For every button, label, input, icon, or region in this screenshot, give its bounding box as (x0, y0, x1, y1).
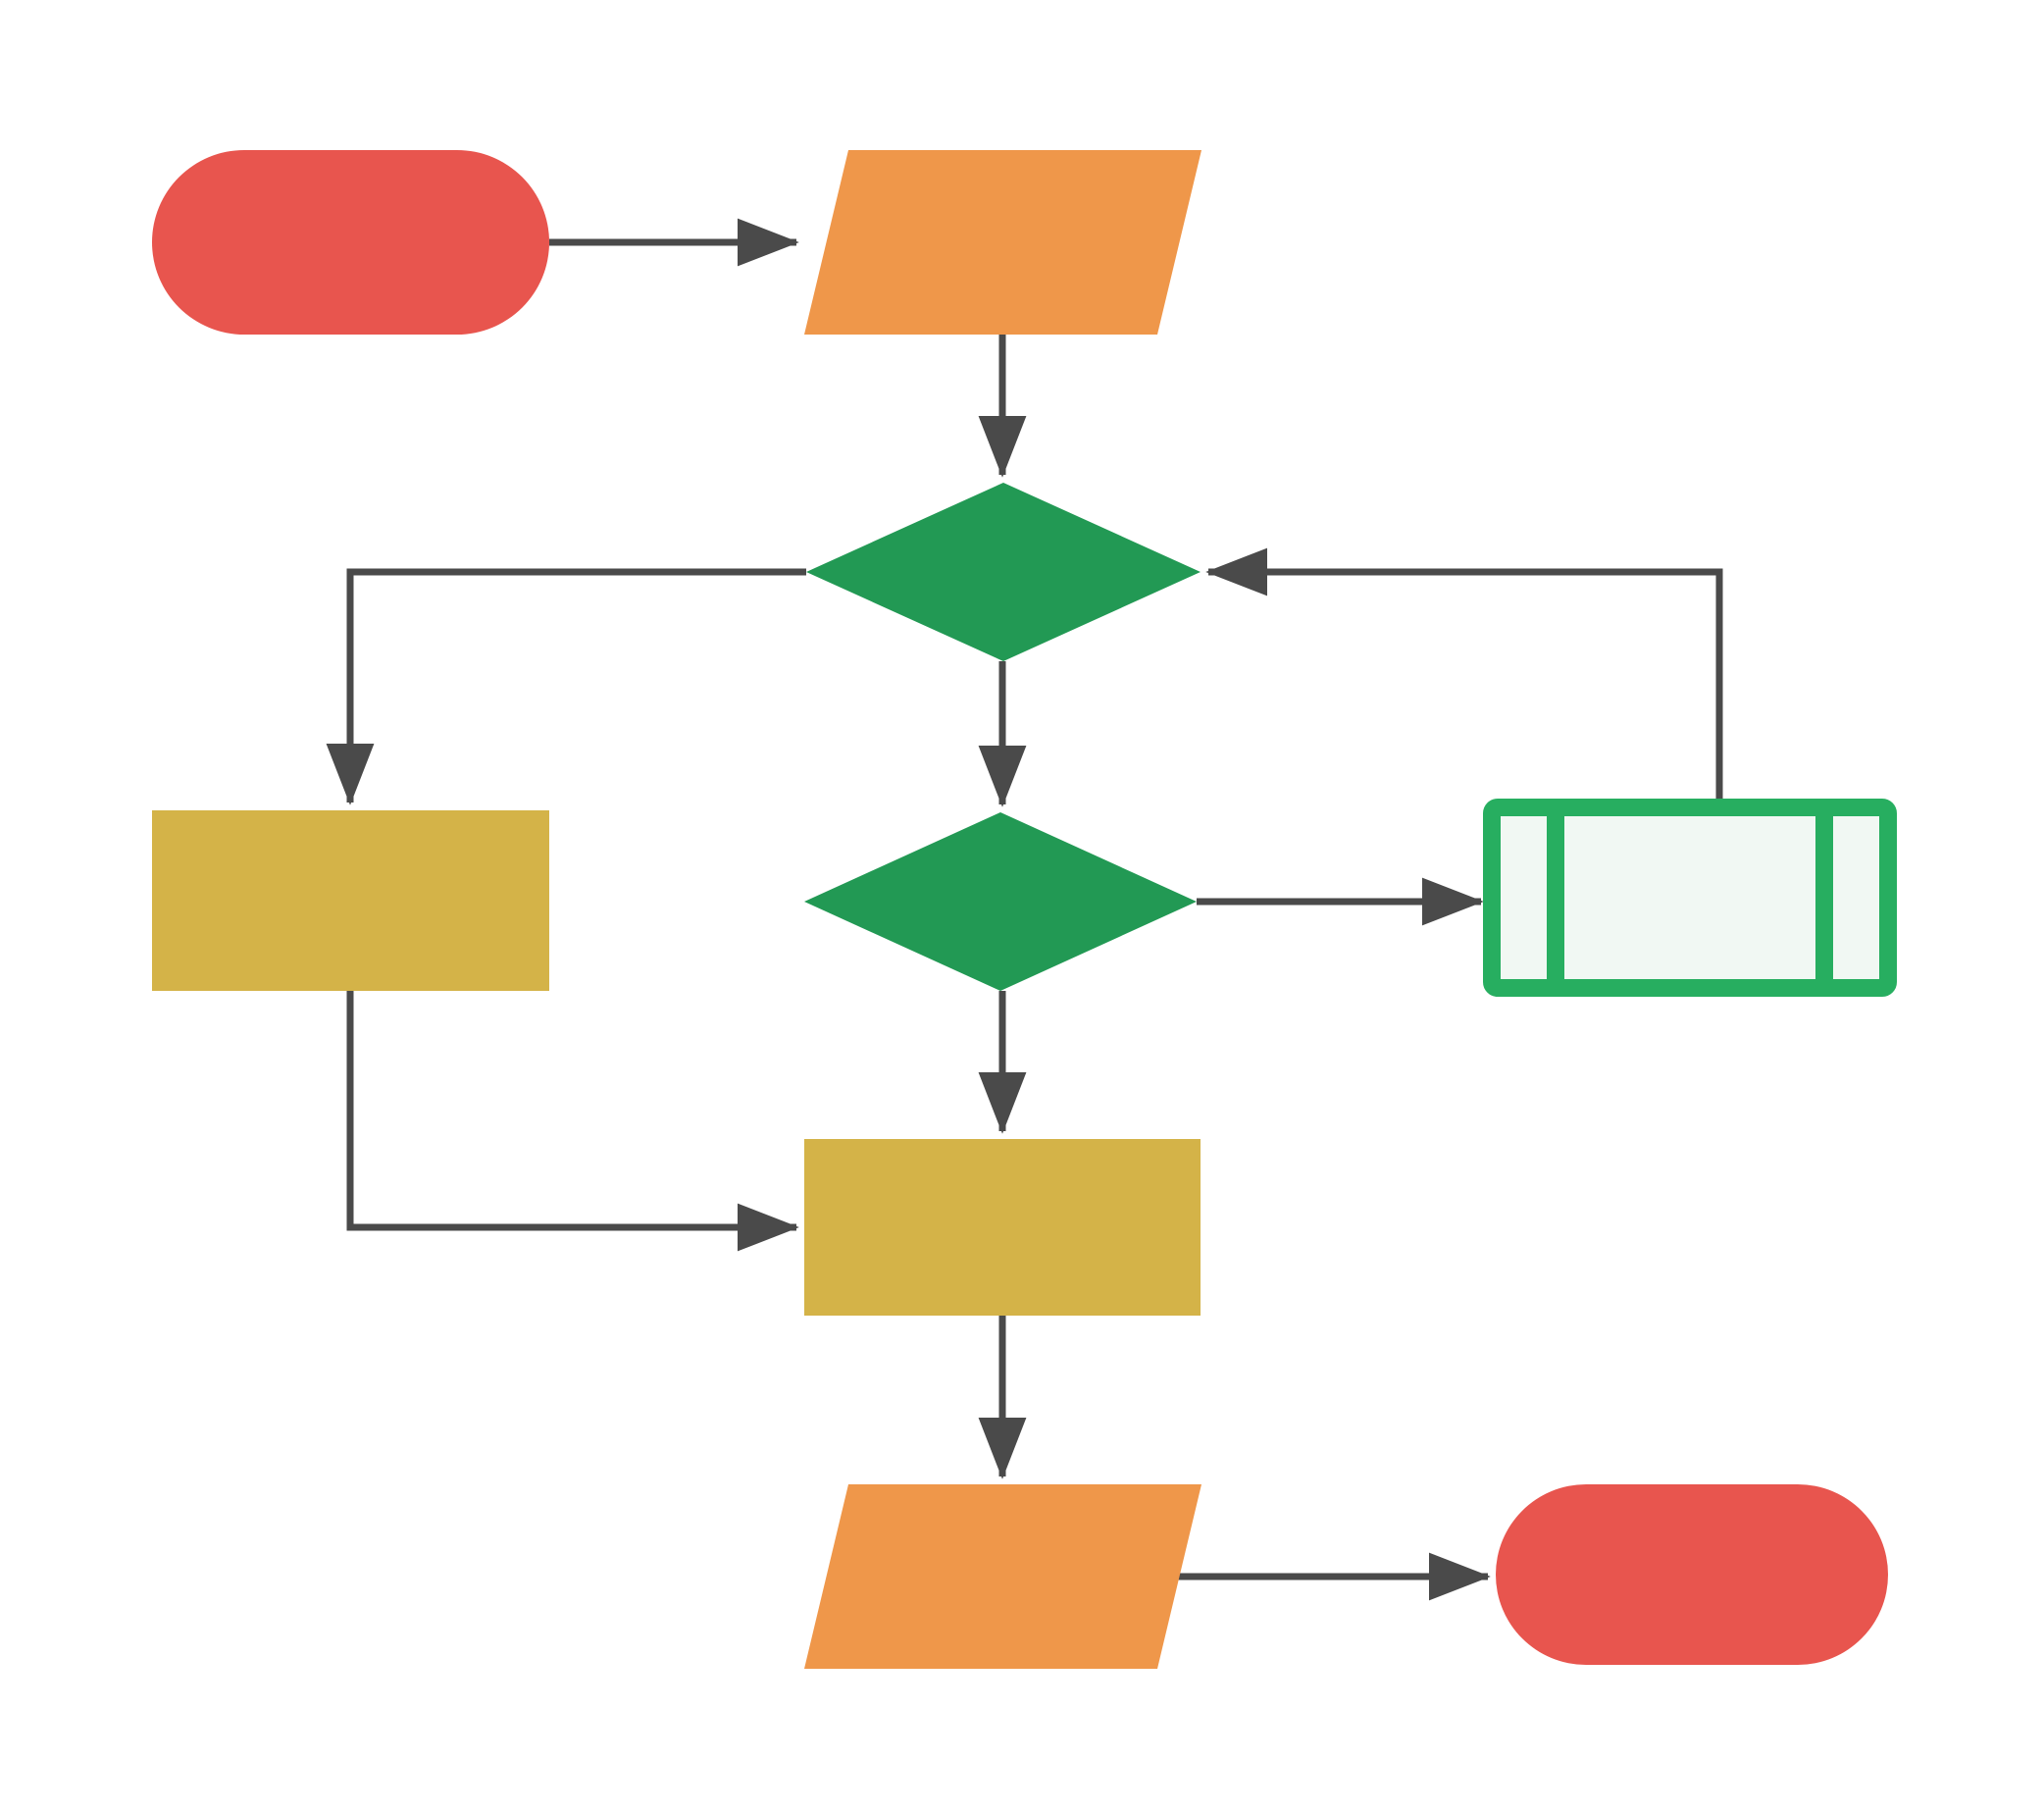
node-process-center[interactable] (804, 1139, 1201, 1316)
edge-subroutine-to-decision-1 (1205, 547, 1723, 804)
node-process-left[interactable] (152, 810, 549, 991)
end-terminator-shape[interactable] (1496, 1484, 1888, 1665)
node-decision-2[interactable] (804, 812, 1197, 991)
edge-layer (326, 218, 1723, 1601)
node-start[interactable] (152, 150, 549, 335)
edge-decision-1-to-process-left (326, 568, 806, 805)
node-output[interactable] (804, 1484, 1201, 1669)
edge-process-left-to-process-center (346, 991, 799, 1252)
node-subroutine[interactable] (1483, 799, 1897, 997)
process-left-rect-shape[interactable] (152, 810, 549, 991)
node-layer (152, 150, 1897, 1669)
node-decision-1[interactable] (806, 483, 1201, 661)
node-input[interactable] (804, 150, 1201, 335)
start-terminator-shape[interactable] (152, 150, 549, 335)
subroutine-outer-shape[interactable] (1483, 799, 1897, 997)
output-parallelogram-shape[interactable] (804, 1484, 1201, 1669)
process-center-rect-shape[interactable] (804, 1139, 1201, 1316)
decision-1-diamond-shape[interactable] (806, 483, 1201, 661)
node-end[interactable] (1496, 1484, 1888, 1665)
decision-2-diamond-shape[interactable] (804, 812, 1197, 991)
input-parallelogram-shape[interactable] (804, 150, 1201, 335)
